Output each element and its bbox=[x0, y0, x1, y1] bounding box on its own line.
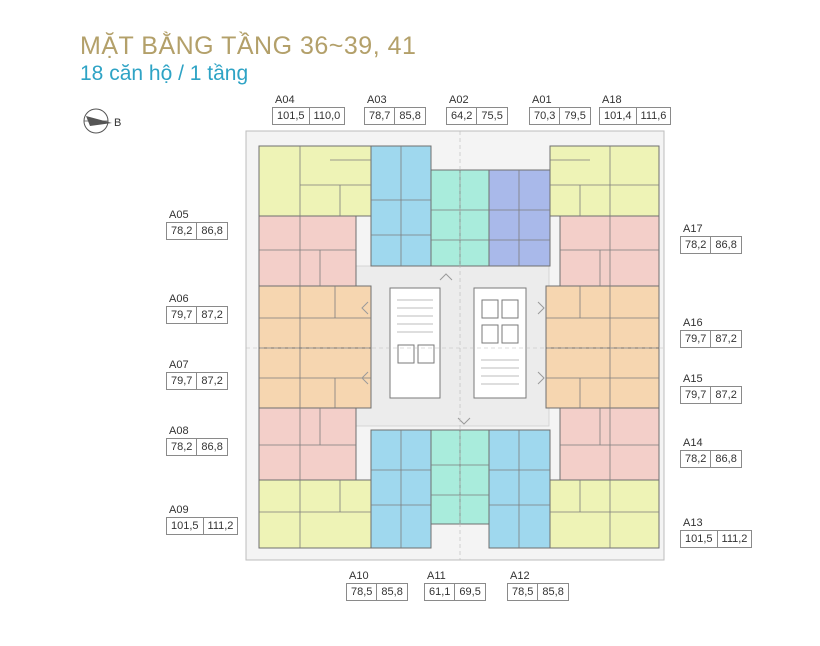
grid-axes bbox=[246, 131, 664, 560]
page-title: MẶT BẰNG TẦNG 36~39, 41 bbox=[80, 32, 417, 60]
unit-a05 bbox=[258, 215, 357, 287]
unit-a13 bbox=[549, 479, 660, 549]
room-walls bbox=[259, 146, 659, 548]
unit-a01 bbox=[488, 169, 551, 267]
unit-a18 bbox=[549, 145, 660, 217]
corridor-arrows bbox=[361, 273, 545, 425]
unit-a09 bbox=[258, 479, 372, 549]
unit-a12 bbox=[488, 429, 551, 549]
unit-a08 bbox=[258, 407, 357, 481]
unit-a14 bbox=[559, 407, 660, 481]
unit-a06 bbox=[258, 285, 372, 349]
unit-a17 bbox=[559, 215, 660, 287]
unit-a16 bbox=[545, 285, 660, 349]
core-stairs-lifts bbox=[389, 287, 527, 399]
page-subtitle: 18 căn hộ / 1 tầng bbox=[80, 62, 249, 85]
compass-icon: B bbox=[83, 108, 121, 134]
compass-label: B bbox=[114, 117, 121, 129]
unit-a04 bbox=[258, 145, 372, 217]
